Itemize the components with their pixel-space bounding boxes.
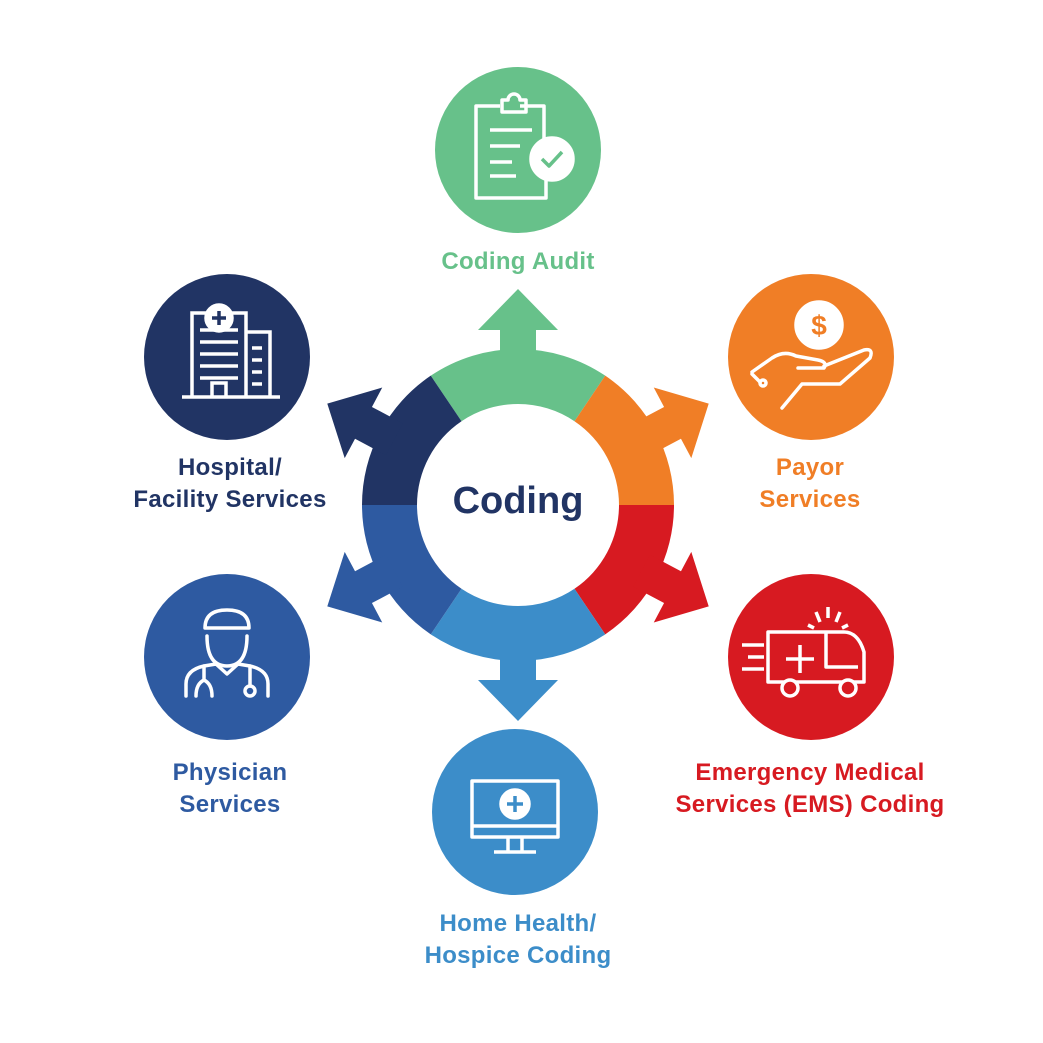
ring [327, 289, 709, 721]
label-coding-audit: Coding Audit [378, 246, 658, 278]
arrow-ems-coding [633, 551, 709, 623]
label-line: Home Health/ [439, 910, 597, 937]
ambulance-icon [742, 607, 866, 698]
hand-dollar-icon: $ [750, 300, 873, 410]
label-home-health: Home Health/ Hospice Coding [378, 908, 658, 972]
hospital-building-icon [182, 303, 280, 399]
clipboard-check-icon [474, 92, 575, 200]
ring-segment-physician-services [362, 505, 462, 635]
svg-text:$: $ [811, 310, 827, 341]
ring-segment-home-health [430, 588, 606, 661]
circle-ems-coding [728, 574, 894, 740]
label-line: Hospital/ [177, 454, 283, 481]
label-line: Facility Services [133, 486, 327, 513]
monitor-plus-icon [470, 779, 560, 854]
label-physician-services: Physician Services [110, 757, 350, 821]
arrow-physician-services [327, 551, 403, 623]
label-line: Services [179, 791, 281, 818]
circle-hospital-services [144, 274, 310, 440]
label-line: Payor [775, 454, 845, 481]
doctor-icon [184, 608, 270, 698]
label-line: Coding Audit [441, 248, 595, 275]
label-line: Emergency Medical [695, 759, 925, 786]
label-payor-services: Payor Services [690, 452, 930, 516]
arrow-payor-services [633, 387, 709, 459]
ring-segment-coding-audit [430, 348, 606, 422]
label-line: Hospice Coding [424, 942, 612, 969]
arrow-coding-audit [478, 289, 558, 365]
ring-segment-hospital-services [362, 375, 462, 505]
label-hospital-services: Hospital/ Facility Services [100, 452, 360, 516]
label-ems-coding: Emergency Medical Services (EMS) Coding [650, 757, 970, 821]
ring-segment-payor-services [574, 375, 674, 505]
circle-physician-services [144, 574, 310, 740]
ring-segment-ems-coding [574, 505, 674, 635]
circle-coding-audit [435, 67, 601, 233]
arrow-home-health [478, 645, 558, 721]
label-line: Services (EMS) Coding [675, 791, 945, 818]
arrow-hospital-services [327, 387, 403, 459]
label-line: Services [759, 486, 861, 513]
label-line: Physician [172, 759, 288, 786]
center-title: Coding [452, 480, 584, 522]
